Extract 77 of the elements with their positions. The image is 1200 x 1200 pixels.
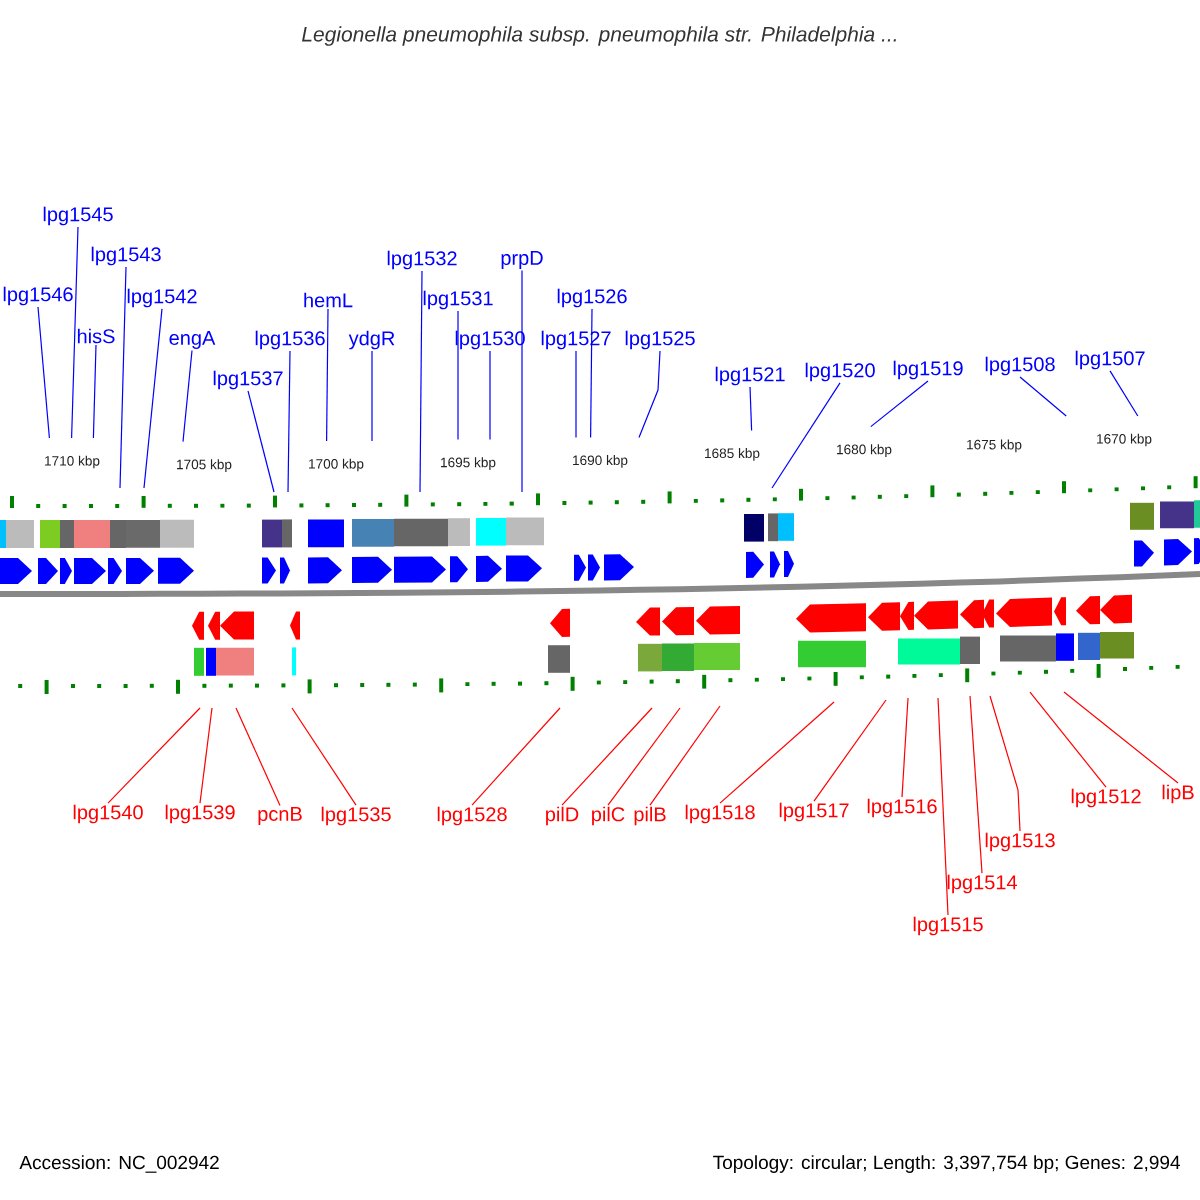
gene-label: ydgR bbox=[348, 330, 395, 350]
gene-label: pilD bbox=[546, 806, 579, 826]
leader-line bbox=[143, 308, 163, 489]
gene-label: lpg1545 bbox=[43, 206, 113, 226]
gene-label: hemL bbox=[304, 292, 353, 308]
gene-label: lpg1518 bbox=[685, 804, 755, 824]
gene-label: pilB bbox=[634, 806, 666, 826]
leader-line bbox=[287, 350, 291, 493]
leader-line bbox=[457, 310, 459, 441]
leader-line bbox=[901, 697, 909, 798]
leader-line bbox=[235, 707, 281, 807]
gene-label: engA bbox=[169, 331, 216, 349]
leader-line bbox=[575, 350, 577, 438]
gene-label: lpg1536 bbox=[255, 330, 325, 350]
gene-label: lpg1526 bbox=[557, 288, 627, 308]
leader-line bbox=[199, 707, 213, 804]
leader-line bbox=[989, 695, 1021, 832]
gene-label: lpg1525 bbox=[625, 330, 695, 350]
gene-label: lpg1542 bbox=[127, 288, 197, 308]
gene-label: lpg1513 bbox=[985, 832, 1055, 852]
leader-line bbox=[607, 707, 681, 806]
genome-info-text: Topology: circular; Length: 3,397,754 bp; Genes: 2,994 bbox=[713, 1155, 1180, 1173]
leader-line bbox=[326, 308, 329, 442]
gene-label: lpg1508 bbox=[985, 356, 1055, 376]
leader-line bbox=[119, 266, 127, 489]
gene-label: lipB bbox=[1162, 784, 1194, 804]
leader-line bbox=[182, 349, 193, 443]
leader-line bbox=[937, 697, 949, 916]
leader-line bbox=[471, 707, 561, 806]
gene-label: pcnB bbox=[258, 807, 302, 825]
gene-label: lpg1515 bbox=[913, 916, 983, 936]
gene-label: lpg1535 bbox=[321, 806, 391, 826]
leader-line bbox=[92, 344, 97, 439]
leader-line bbox=[291, 707, 357, 806]
gene-label: lpg1521 bbox=[715, 366, 785, 386]
gene-label: lpg1539 bbox=[165, 804, 235, 824]
leader-line bbox=[771, 382, 841, 489]
gene-label: lpg1537 bbox=[213, 370, 283, 390]
leader-line bbox=[870, 380, 929, 428]
leader-line bbox=[590, 308, 593, 438]
gene-label: lpg1540 bbox=[73, 804, 143, 824]
leader-line bbox=[521, 269, 523, 493]
leader-line bbox=[561, 707, 653, 806]
leader-line bbox=[1019, 376, 1067, 417]
gene-label: lpg1528 bbox=[437, 806, 507, 826]
leader-line bbox=[37, 306, 50, 439]
leader-line bbox=[1109, 370, 1139, 417]
leader-line bbox=[247, 390, 275, 493]
leader-line bbox=[419, 270, 423, 493]
leader-line bbox=[969, 695, 983, 874]
gene-label: prpD bbox=[501, 251, 543, 269]
gene-label: lpg1517 bbox=[779, 802, 849, 822]
gene-label: lpg1543 bbox=[91, 246, 161, 266]
leader-line bbox=[489, 350, 491, 441]
gene-label: lpg1532 bbox=[387, 250, 457, 270]
accession-text: Accession: NC_002942 bbox=[19, 1155, 219, 1173]
leader-line bbox=[719, 701, 835, 804]
leader-line bbox=[371, 350, 373, 442]
title: Legionella pneumophila subsp. pneumophila str. Philadelphia ... bbox=[302, 26, 896, 46]
gene-label: lpg1531 bbox=[423, 290, 493, 310]
gene-label: lpg1507 bbox=[1075, 350, 1145, 370]
gene-label: pilC bbox=[592, 806, 625, 826]
gene-label: lpg1516 bbox=[867, 798, 937, 818]
gene-label: lpg1519 bbox=[893, 360, 963, 380]
gene-label: lpg1512 bbox=[1071, 788, 1141, 808]
gene-label: lpg1546 bbox=[3, 286, 73, 306]
leader-line bbox=[813, 699, 887, 802]
leader-line bbox=[107, 707, 201, 804]
leader-line bbox=[649, 705, 721, 806]
leader-line bbox=[1063, 691, 1179, 784]
gene-label: lpg1520 bbox=[805, 362, 875, 382]
leader-line bbox=[638, 350, 661, 438]
leader-line bbox=[749, 386, 753, 431]
gene-label: lpg1514 bbox=[947, 874, 1017, 894]
leader-line bbox=[71, 226, 79, 439]
gene-label: hisS bbox=[77, 328, 115, 344]
leader-line bbox=[1029, 691, 1107, 788]
